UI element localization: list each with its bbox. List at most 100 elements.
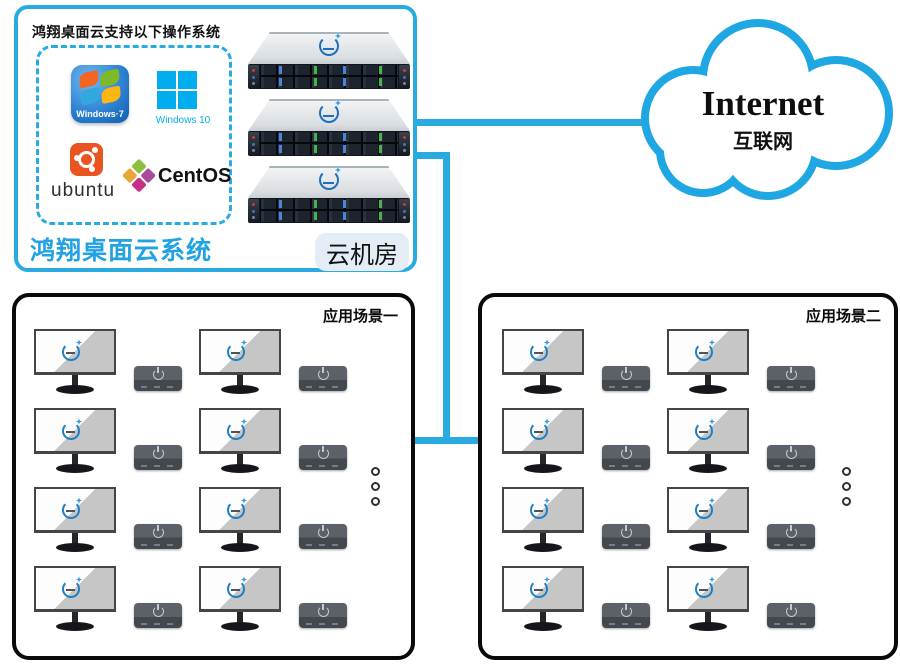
monitor-screen	[34, 329, 116, 375]
monitor-stand	[705, 375, 711, 387]
monitor-base	[689, 464, 727, 473]
workstation	[667, 487, 815, 552]
more-indicator-dot	[842, 497, 851, 506]
monitor-stand	[72, 612, 78, 624]
workstation	[34, 566, 182, 631]
power-icon	[785, 446, 797, 459]
workstation	[502, 329, 650, 394]
server-top-panel	[248, 32, 410, 64]
windows7-logo: Windows·7	[71, 65, 129, 123]
workstation	[34, 408, 182, 473]
monitor-screen	[667, 408, 749, 454]
server-front-panel	[248, 64, 410, 89]
server-top-panel	[248, 99, 410, 131]
drive-bays	[260, 199, 398, 222]
more-indicator-dot	[371, 467, 380, 476]
monitor-base	[524, 622, 562, 631]
workstation	[34, 329, 182, 394]
monitor-stand	[540, 533, 546, 545]
monitor	[34, 487, 116, 552]
cloud-shape-icon	[641, 19, 893, 200]
brand-logo-icon	[530, 579, 548, 598]
monitor-base	[689, 543, 727, 552]
brand-logo-icon	[227, 342, 245, 361]
scenario-box-2: 应用场景二	[478, 293, 898, 660]
windows7-label: Windows·7	[76, 109, 124, 119]
monitor	[199, 487, 281, 552]
thin-client	[299, 366, 347, 391]
monitor	[667, 487, 749, 552]
ubuntu-logo: ubuntu	[51, 143, 141, 202]
monitor	[667, 329, 749, 394]
connector-cloudroom-stub	[414, 152, 450, 159]
more-indicator	[842, 467, 851, 506]
monitor-stand	[540, 454, 546, 466]
drive-bays	[260, 132, 398, 155]
thin-client	[767, 524, 815, 549]
brand-logo-icon	[530, 342, 548, 361]
monitor-stand	[72, 454, 78, 466]
monitor-base	[524, 464, 562, 473]
cloud-room-chip: 云机房	[315, 233, 409, 271]
server-handle	[399, 65, 410, 88]
thin-client	[134, 445, 182, 470]
monitor-screen	[667, 329, 749, 375]
workstation-grid	[34, 329, 364, 631]
thin-client	[134, 524, 182, 549]
brand-logo-icon	[227, 579, 245, 598]
workstation	[199, 329, 347, 394]
rack-server	[248, 32, 410, 89]
brand-logo-icon	[62, 342, 80, 361]
power-icon	[785, 604, 797, 617]
monitor-base	[221, 385, 259, 394]
monitor-base	[221, 622, 259, 631]
brand-logo-icon	[695, 342, 713, 361]
monitor-screen	[199, 566, 281, 612]
workstation	[199, 487, 347, 552]
power-icon	[317, 525, 329, 538]
thin-client	[602, 445, 650, 470]
more-indicator-dot	[371, 497, 380, 506]
more-indicator-dot	[842, 467, 851, 476]
monitor-stand	[705, 612, 711, 624]
power-icon	[620, 446, 632, 459]
windows10-flag-icon	[157, 71, 223, 109]
internet-subtitle: 互联网	[733, 131, 793, 153]
monitor-stand	[237, 533, 243, 545]
brand-logo-icon	[319, 170, 339, 190]
thin-client	[299, 445, 347, 470]
scenario-label: 应用场景二	[805, 308, 881, 325]
monitor-base	[689, 385, 727, 394]
thin-client	[602, 603, 650, 628]
monitor-base	[221, 464, 259, 473]
workstation	[667, 329, 815, 394]
monitor-stand	[72, 533, 78, 545]
brand-logo-icon	[319, 36, 339, 56]
power-icon	[152, 604, 164, 617]
brand-logo-icon	[530, 421, 548, 440]
monitor-base	[56, 543, 94, 552]
monitor-stand	[72, 375, 78, 387]
monitor-stand	[237, 612, 243, 624]
windows7-flag-icon	[79, 68, 121, 106]
brand-logo-icon	[695, 500, 713, 519]
monitor-screen	[502, 329, 584, 375]
more-indicator-dot	[842, 482, 851, 491]
monitor-stand	[705, 454, 711, 466]
monitor-screen	[199, 487, 281, 533]
monitor-base	[56, 385, 94, 394]
cloud-room-box: 鸿翔桌面云支持以下操作系统 Windows·7 Windows 10 ubunt…	[14, 5, 417, 272]
monitor-base	[221, 543, 259, 552]
monitor-screen	[34, 566, 116, 612]
brand-logo-icon	[227, 421, 245, 440]
thin-client	[602, 524, 650, 549]
monitor-screen	[502, 408, 584, 454]
server-top-panel	[248, 166, 410, 198]
thin-client	[299, 603, 347, 628]
monitor	[667, 566, 749, 631]
internet-label-group: Internet 互联网	[628, 84, 898, 154]
monitor	[34, 329, 116, 394]
os-logos-panel: Windows·7 Windows 10 ubuntu CentOS	[36, 45, 232, 225]
server-handle	[399, 132, 410, 155]
